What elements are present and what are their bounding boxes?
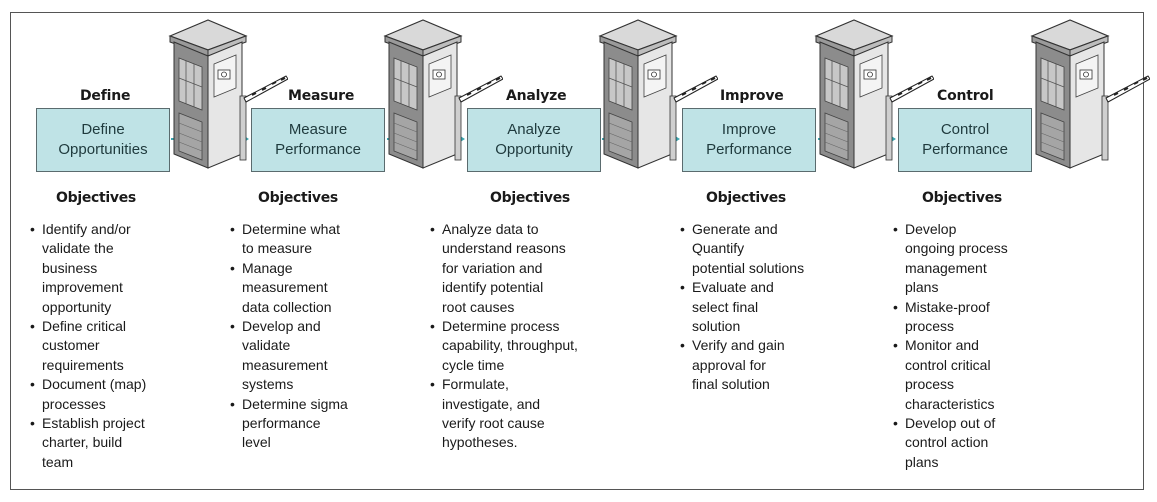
objectives-heading-define: Objectives (56, 190, 136, 206)
objective-item: Develop ongoing process management plans (893, 220, 1083, 298)
objectives-heading-measure: Objectives (258, 190, 338, 206)
objective-item: Define critical customer requirements (30, 317, 200, 375)
tollgate-booth-icon (815, 19, 934, 169)
objective-item: Analyze data to understand reasons for v… (430, 220, 650, 317)
objective-item: Verify and gain approval for final solut… (680, 336, 870, 394)
objective-item: Determine process capability, throughput… (430, 317, 650, 375)
objective-item: Identify and/or validate the business im… (30, 220, 200, 317)
objectives-list-measure: Determine what to measure Manage measure… (230, 220, 410, 453)
tollgate-booth-icon (1031, 19, 1150, 169)
objective-item: Manage measurement data collection (230, 259, 410, 317)
objective-item: Determine what to measure (230, 220, 410, 259)
objective-item: Determine sigma performance level (230, 395, 410, 453)
phase-box-measure: Measure Performance (251, 108, 385, 172)
diagram-frame (10, 12, 1144, 490)
objectives-heading-analyze: Objectives (490, 190, 570, 206)
objective-item: Generate and Quantify potential solution… (680, 220, 870, 278)
objective-item: Monitor and control critical process cha… (893, 336, 1083, 414)
phase-title-define: Define (80, 88, 131, 104)
objectives-list-improve: Generate and Quantify potential solution… (680, 220, 870, 395)
objectives-list-analyze: Analyze data to understand reasons for v… (430, 220, 650, 453)
objectives-list-control: Develop ongoing process management plans… (893, 220, 1083, 472)
objective-item: Mistake-proof process (893, 298, 1083, 337)
phase-title-control: Control (937, 88, 994, 104)
objective-item: Establish project charter, build team (30, 414, 200, 472)
tollgate-booth-icon (169, 19, 288, 169)
objective-item: Evaluate and select final solution (680, 278, 870, 336)
objectives-heading-improve: Objectives (706, 190, 786, 206)
phase-title-measure: Measure (288, 88, 355, 104)
objective-item: Develop and validate measurement systems (230, 317, 410, 395)
phase-box-define: Define Opportunities (36, 108, 170, 172)
phase-box-control: Control Performance (898, 108, 1032, 172)
objective-item: Document (map) processes (30, 375, 200, 414)
phase-box-improve: Improve Performance (682, 108, 816, 172)
objective-item: Formulate, investigate, and verify root … (430, 375, 650, 453)
objectives-list-define: Identify and/or validate the business im… (30, 220, 200, 472)
objective-item: Develop out of control action plans (893, 414, 1083, 472)
phase-box-analyze: Analyze Opportunity (467, 108, 601, 172)
phase-title-analyze: Analyze (506, 88, 567, 104)
objectives-heading-control: Objectives (922, 190, 1002, 206)
tollgate-booth-icon (384, 19, 503, 169)
tollgate-booth-icon (599, 19, 718, 169)
phase-title-improve: Improve (720, 88, 784, 104)
